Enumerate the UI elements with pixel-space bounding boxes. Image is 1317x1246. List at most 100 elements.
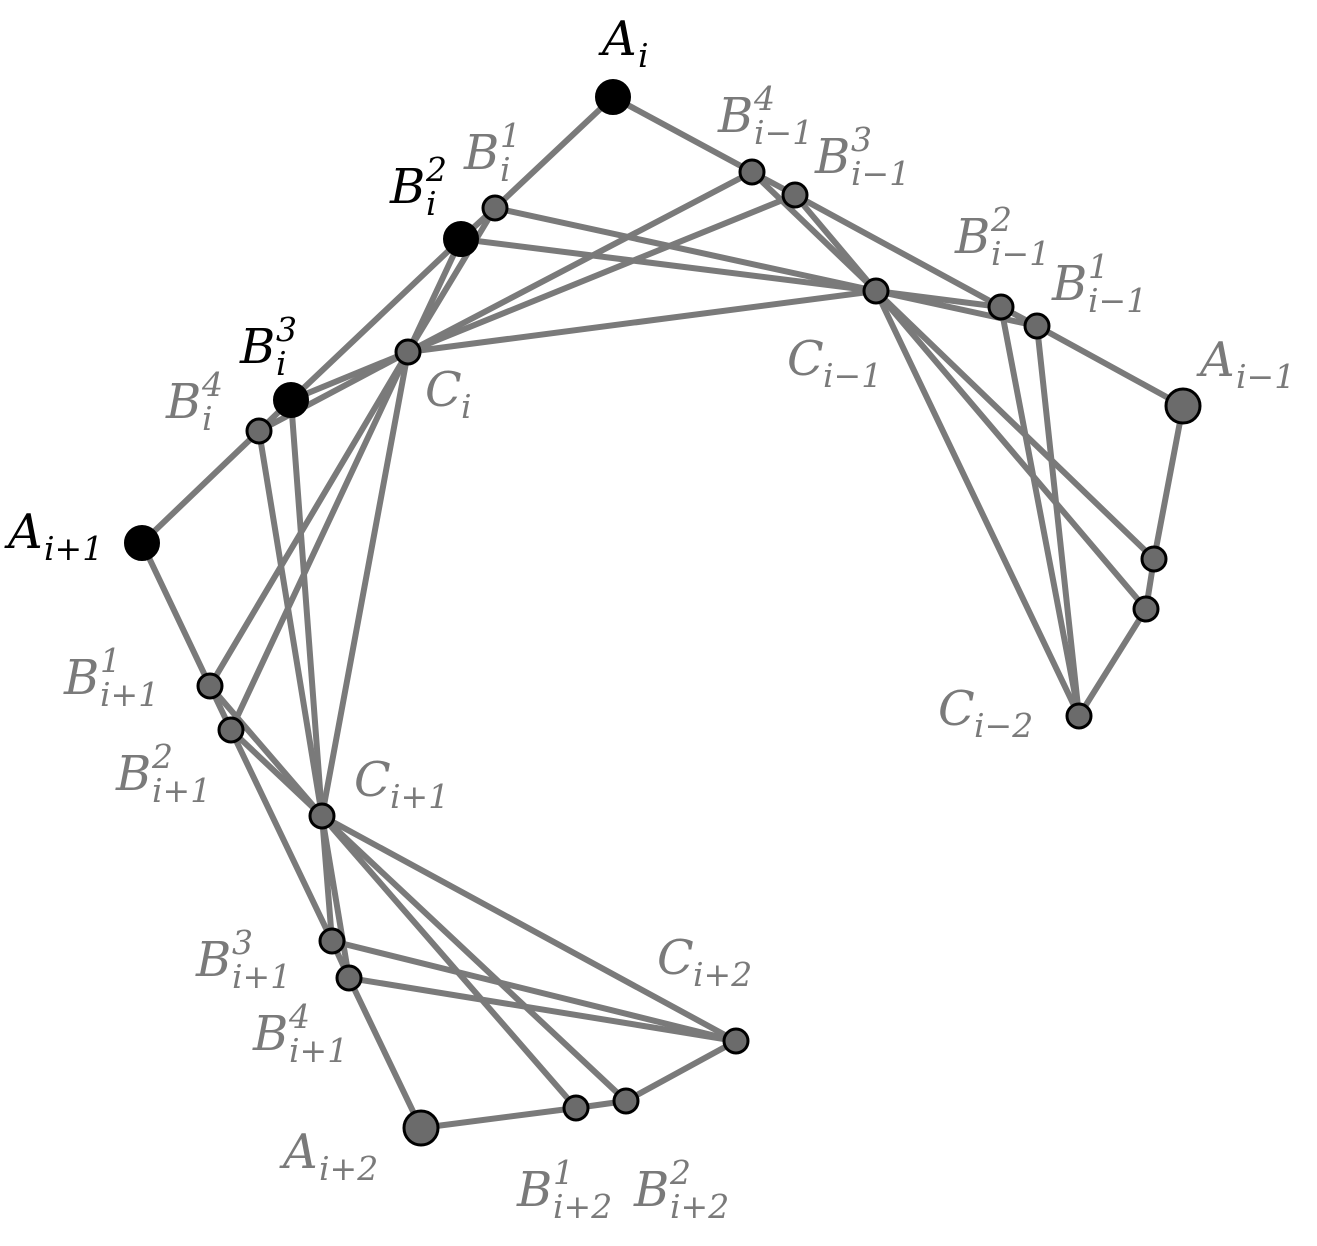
- edge-ciplus1-biplus14: [319, 813, 352, 981]
- label-base: C: [354, 752, 391, 808]
- label-aiplus2: Ai+2: [279, 1124, 378, 1188]
- edge-ci-biplus11: [207, 349, 411, 689]
- label-base: C: [657, 930, 694, 986]
- edge-ciminus1-biminus11: [873, 288, 1040, 329]
- label-subscript: i+1: [100, 675, 159, 714]
- edge-ciminus1-pb: [873, 288, 1149, 612]
- edge-biplus14-aiplus2: [346, 975, 424, 1131]
- vertex-biplus14: [335, 964, 363, 992]
- vertex-biplus11: [196, 672, 224, 700]
- vertex-bi2: [443, 221, 479, 257]
- label-subscript: i: [461, 387, 472, 426]
- label-subscript: i+1: [44, 529, 103, 568]
- label-base: B: [1051, 256, 1087, 312]
- label-subscript: i−1: [1236, 357, 1295, 396]
- label-subscript: i: [202, 399, 213, 438]
- label-base: B: [717, 88, 753, 144]
- label-base: C: [425, 362, 462, 418]
- label-base: A: [279, 1124, 318, 1180]
- label-subscript: i−1: [991, 234, 1050, 273]
- label-ciplus2: Ci+2: [657, 930, 752, 994]
- edge-bi4-ciplus1: [256, 428, 325, 819]
- edge-ciplus1-biplus22: [319, 813, 629, 1104]
- edge-biminus11-aiminus1: [1034, 323, 1186, 409]
- label-base: B: [516, 1162, 552, 1218]
- vertex-bi4: [245, 417, 273, 445]
- label-superscript: 4: [288, 997, 310, 1036]
- vertex-biplus21: [562, 1094, 590, 1122]
- label-base: B: [954, 209, 990, 265]
- vertex-ciplus1: [308, 802, 336, 830]
- label-subscript: i+2: [319, 1149, 378, 1188]
- label-base: B: [115, 746, 151, 802]
- label-base: B: [463, 125, 499, 181]
- vertex-ciminus1: [862, 277, 890, 305]
- label-superscript: 2: [669, 1153, 691, 1192]
- label-subscript: i+2: [693, 955, 752, 994]
- edge-biminus13-biminus12: [792, 192, 1004, 310]
- label-ci: Ci: [425, 362, 472, 426]
- label-subscript: i−1: [1088, 281, 1147, 320]
- edge-ai-bi1: [492, 94, 616, 211]
- vertex-biminus14: [738, 158, 766, 186]
- label-superscript: 2: [990, 200, 1012, 239]
- edge-pb-ciminus2: [1076, 606, 1149, 719]
- label-base: B: [63, 650, 99, 706]
- label-subscript: i: [638, 36, 649, 75]
- vertex-aiplus2: [402, 1109, 440, 1147]
- label-subscript: i: [426, 184, 437, 223]
- label-base: B: [633, 1162, 669, 1218]
- label-superscript: 2: [425, 150, 447, 189]
- edge-biplus13-ciplus2: [329, 938, 739, 1044]
- edge-ciplus1-ciplus2: [319, 813, 739, 1044]
- edge-ciminus1-pa: [873, 288, 1157, 562]
- edge-aiplus2-biplus21: [418, 1105, 579, 1131]
- vertex-pb: [1132, 595, 1160, 623]
- label-subscript: i−1: [754, 113, 813, 152]
- vertex-biplus22: [612, 1087, 640, 1115]
- label-subscript: i+2: [553, 1187, 612, 1226]
- label-base: B: [165, 374, 201, 430]
- vertex-pa: [1140, 545, 1168, 573]
- vertex-bi3: [273, 382, 309, 418]
- edge-bi3-ciplus1: [288, 397, 325, 819]
- edge-aiminus1-pa: [1151, 403, 1186, 562]
- label-subscript: i: [276, 344, 287, 383]
- edge-biplus12-biplus13: [228, 727, 335, 944]
- label-subscript: i+1: [232, 957, 291, 996]
- label-subscript: i+1: [289, 1031, 348, 1070]
- edge-biplus22-ciplus2: [623, 1038, 739, 1104]
- vertex-biminus12: [987, 293, 1015, 321]
- label-aiplus1: Ai+1: [4, 504, 103, 568]
- edge-ci-biminus14: [405, 169, 755, 355]
- edge-ci-bi4: [256, 349, 411, 434]
- edge-bi1-ciminus1: [492, 205, 879, 294]
- label-ciminus2: Ci−2: [938, 681, 1033, 745]
- edge-ai-biminus14: [610, 94, 755, 175]
- label-aiminus1: Ai−1: [1196, 332, 1295, 396]
- label-superscript: 1: [553, 1153, 574, 1192]
- edge-bi2-bi3: [288, 236, 464, 403]
- label-base: B: [814, 129, 850, 185]
- label-base: B: [239, 319, 275, 375]
- label-subscript: i: [500, 150, 511, 189]
- edge-ci-bi2: [405, 236, 464, 355]
- label-subscript: i−2: [974, 706, 1033, 745]
- edge-biminus11-ciminus2: [1034, 323, 1082, 719]
- label-ciplus1: Ci+1: [354, 752, 449, 816]
- label-base: C: [938, 681, 975, 737]
- label-base: B: [389, 159, 425, 215]
- edge-biminus13-ciminus1: [792, 192, 879, 294]
- vertex-biplus12: [217, 716, 245, 744]
- vertex-biminus13: [781, 181, 809, 209]
- label-base: B: [252, 1006, 288, 1062]
- label-superscript: 3: [851, 120, 872, 159]
